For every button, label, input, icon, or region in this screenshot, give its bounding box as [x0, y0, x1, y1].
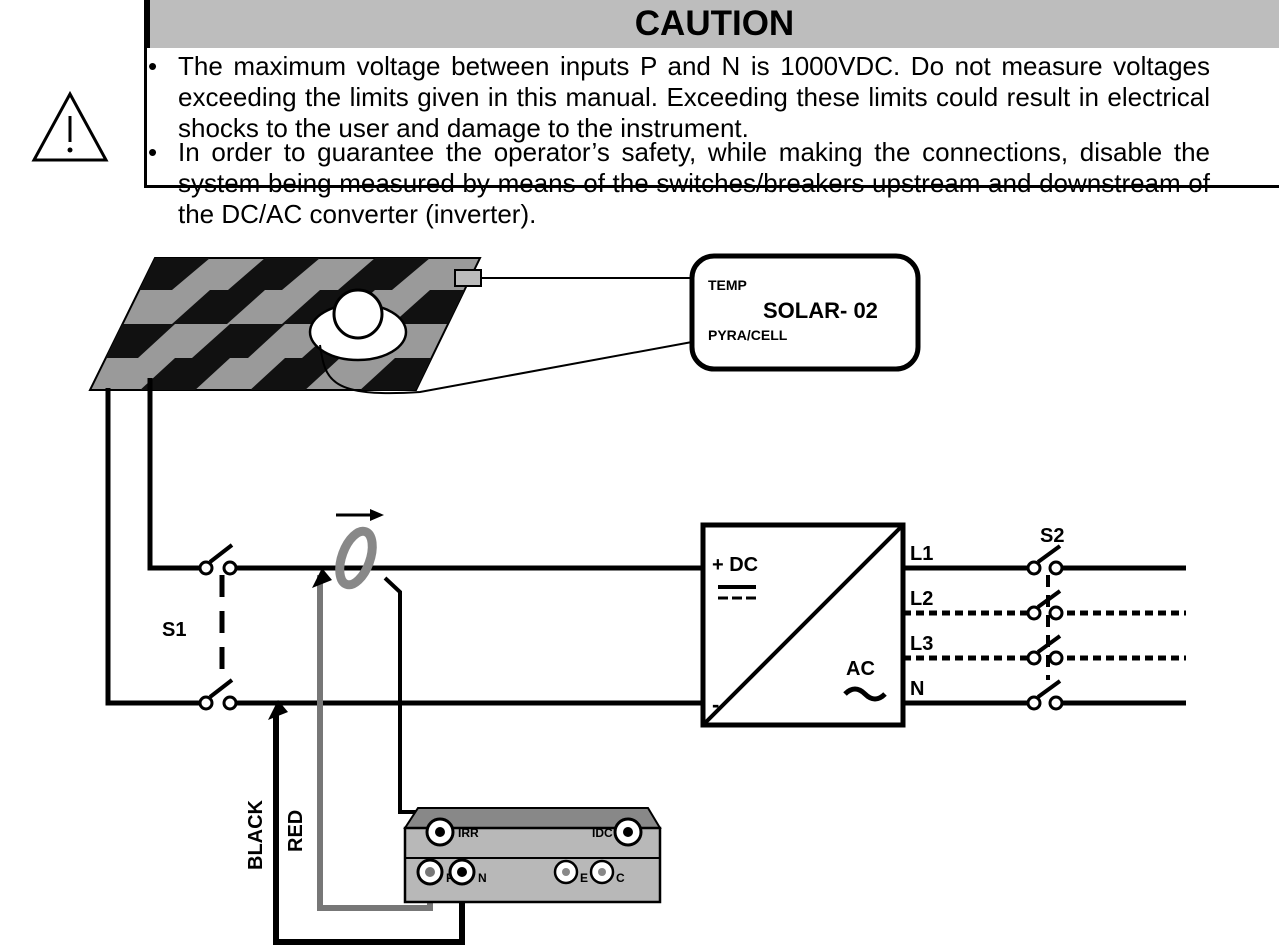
ac-dashed-wiring	[903, 610, 1186, 661]
s2-label: S2	[1040, 525, 1064, 547]
meter-irr-label: IRR	[458, 826, 479, 840]
solar-02-probe: TEMP SOLAR- 02 PYRA/CELL	[689, 253, 921, 372]
solar-panel	[88, 257, 482, 391]
probe-model-label: SOLAR- 02	[763, 298, 878, 323]
probe-pyra-label: PYRA/CELL	[708, 327, 788, 343]
s1-label: S1	[162, 619, 186, 641]
meter-e-label: E	[580, 871, 588, 885]
meter-n-label: N	[478, 871, 487, 885]
switch-s2: S2	[1026, 525, 1064, 711]
meter-c-label: C	[616, 871, 625, 885]
line-l2-label: L2	[910, 588, 933, 610]
wiring-diagram: TEMP SOLAR- 02 PYRA/CELL S1 BLACK RED	[88, 253, 1186, 945]
line-l3-label: L3	[910, 633, 933, 655]
caution-bullet-2: In order to guarantee the operator’s saf…	[148, 137, 1210, 230]
inverter-dc-label: + DC	[712, 554, 758, 576]
caution-box: CAUTION The maximum voltage between inpu…	[0, 0, 1279, 229]
inverter-minus-label: -	[712, 692, 719, 717]
line-l1-label: L1	[910, 543, 933, 565]
current-clamp	[335, 509, 384, 590]
caution-bullet-1: The maximum voltage between inputs P and…	[148, 51, 1210, 144]
warning-triangle-icon	[31, 90, 109, 162]
probe-temp-label: TEMP	[708, 277, 747, 293]
switch-s1: S1	[162, 543, 238, 711]
dc-wiring	[105, 378, 703, 706]
caution-title: CAUTION	[144, 0, 1279, 48]
black-lead-label: BLACK	[245, 799, 267, 870]
irradiance-cell	[308, 288, 408, 362]
meter: IRR IDC P N E C	[403, 807, 662, 904]
meter-idc-label: IDC	[592, 826, 613, 840]
ac-wiring	[903, 565, 1186, 706]
inverter-ac-label: AC	[846, 658, 875, 680]
red-lead-label: RED	[285, 810, 307, 852]
inverter: + DC - AC	[700, 522, 906, 728]
line-n-label: N	[910, 678, 924, 700]
